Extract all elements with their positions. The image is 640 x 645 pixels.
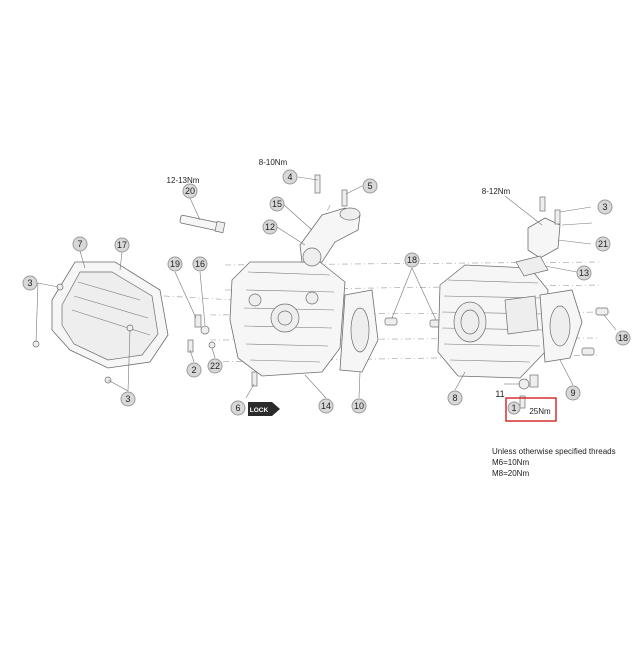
callout-5: 5 bbox=[362, 178, 378, 194]
svg-text:20: 20 bbox=[185, 186, 195, 196]
svg-text:14: 14 bbox=[321, 401, 331, 411]
callout-11: 11 bbox=[495, 389, 504, 399]
svg-text:12: 12 bbox=[265, 222, 275, 232]
leader-lines bbox=[35, 176, 617, 399]
torque-label-spark-plug: 12-13Nm bbox=[167, 176, 200, 185]
callout-22: 22 bbox=[207, 358, 223, 374]
cylinder-block bbox=[437, 264, 549, 379]
svg-text:2: 2 bbox=[191, 365, 196, 375]
callout-2: 2 bbox=[186, 362, 202, 378]
intake-manifold bbox=[299, 174, 361, 267]
svg-text:7: 7 bbox=[77, 239, 82, 249]
torque-label-stud: 25Nm bbox=[529, 407, 551, 416]
svg-text:21: 21 bbox=[598, 239, 608, 249]
chain-tensioner bbox=[515, 196, 561, 277]
svg-text:16: 16 bbox=[195, 259, 205, 269]
callout-20: 20 bbox=[182, 183, 198, 199]
svg-text:3: 3 bbox=[602, 202, 607, 212]
cylinder-head bbox=[229, 261, 346, 377]
highlight-box bbox=[505, 397, 557, 422]
spark-plug bbox=[179, 214, 226, 234]
svg-text:18: 18 bbox=[618, 333, 628, 343]
svg-text:8: 8 bbox=[452, 393, 457, 403]
svg-text:18: 18 bbox=[407, 255, 417, 265]
svg-text:11: 11 bbox=[495, 389, 504, 399]
callout-1: 1 bbox=[507, 401, 521, 415]
note-line-1: Unless otherwise specified threads bbox=[492, 447, 616, 456]
svg-text:4: 4 bbox=[287, 172, 292, 182]
callout-3-bottom: 3 bbox=[120, 391, 136, 407]
callout-15: 15 bbox=[269, 196, 285, 212]
svg-text:5: 5 bbox=[367, 181, 372, 191]
callout-16: 16 bbox=[192, 256, 208, 272]
callout-6: 6 bbox=[230, 400, 246, 416]
svg-text:13: 13 bbox=[579, 268, 589, 278]
svg-text:19: 19 bbox=[170, 259, 180, 269]
base-gasket bbox=[539, 289, 583, 363]
lock-label: LOCK bbox=[250, 407, 269, 414]
svg-text:15: 15 bbox=[272, 199, 282, 209]
svg-text:3: 3 bbox=[27, 278, 32, 288]
head-gasket bbox=[339, 289, 379, 373]
general-torque-note: Unless otherwise specified threads M6=10… bbox=[492, 447, 616, 478]
torque-label-tensioner-bolt: 8-12Nm bbox=[482, 187, 511, 196]
callout-14: 14 bbox=[318, 398, 334, 414]
cylinder-head-cover bbox=[32, 261, 169, 384]
svg-text:1: 1 bbox=[511, 403, 516, 413]
note-line-3: M8=20Nm bbox=[492, 469, 529, 478]
callout-21: 21 bbox=[595, 236, 611, 252]
callout-13: 13 bbox=[576, 265, 592, 281]
callout-3-left: 3 bbox=[22, 275, 38, 291]
callout-8: 8 bbox=[447, 390, 463, 406]
svg-text:17: 17 bbox=[117, 240, 127, 250]
svg-text:10: 10 bbox=[354, 401, 364, 411]
callout-12: 12 bbox=[262, 219, 278, 235]
torque-label-intake-bolt: 8-10Nm bbox=[259, 158, 288, 167]
callout-18-right: 18 bbox=[615, 330, 631, 346]
callout-4: 4 bbox=[282, 169, 298, 185]
stud-and-o-ring bbox=[518, 374, 539, 409]
svg-text:3: 3 bbox=[125, 394, 130, 404]
thread-lock-badge: LOCK bbox=[248, 402, 280, 416]
svg-text:6: 6 bbox=[235, 403, 240, 413]
callout-9: 9 bbox=[565, 385, 581, 401]
callout-10: 10 bbox=[351, 398, 367, 414]
callout-3-right: 3 bbox=[597, 199, 613, 215]
callout-7: 7 bbox=[72, 236, 88, 252]
svg-text:22: 22 bbox=[210, 361, 220, 371]
svg-text:9: 9 bbox=[570, 388, 575, 398]
callout-19: 19 bbox=[167, 256, 183, 272]
callout-17: 17 bbox=[114, 237, 130, 253]
note-line-2: M6=10Nm bbox=[492, 458, 529, 467]
callout-18-top: 18 bbox=[404, 252, 420, 268]
